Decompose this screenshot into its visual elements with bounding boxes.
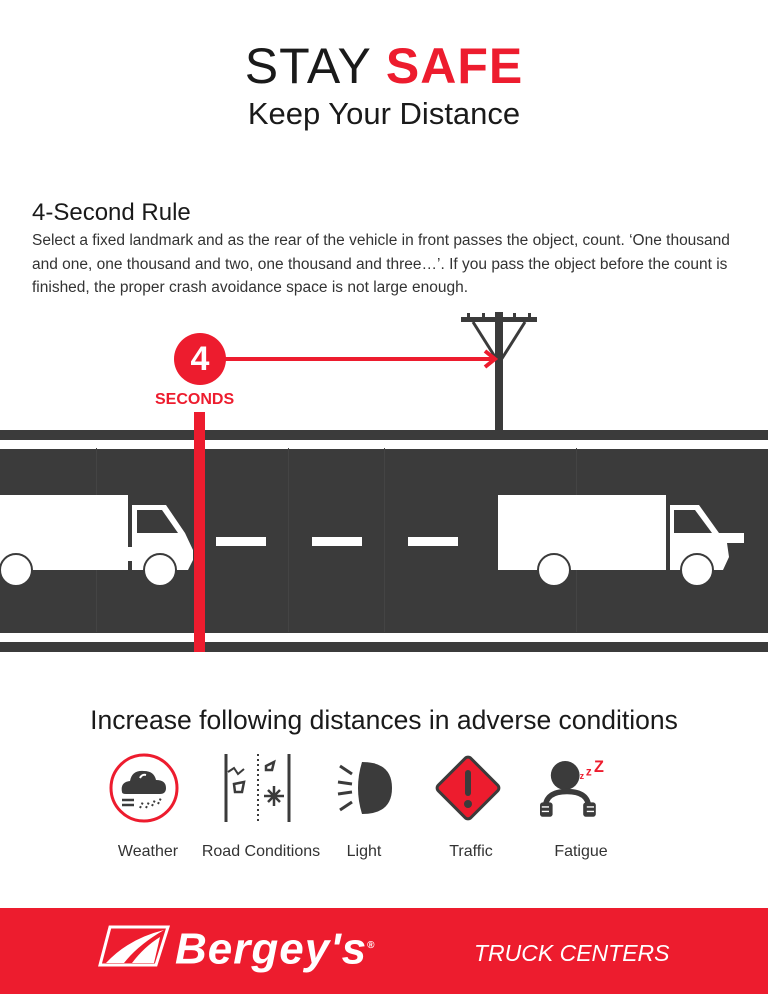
- svg-text:Z: Z: [594, 758, 604, 776]
- weather-icon: [109, 753, 179, 823]
- road-conditions-icon: [224, 754, 291, 822]
- svg-text:z: z: [580, 771, 585, 781]
- bergeys-logo-icon: [98, 925, 170, 967]
- condition-label: Road Conditions: [201, 843, 321, 860]
- seconds-label: SECONDS: [155, 391, 235, 408]
- page-subtitle: Keep Your Distance: [247, 96, 521, 131]
- lane-dash: [312, 537, 362, 546]
- lane-dash: [408, 537, 458, 546]
- road-segment: [288, 448, 289, 632]
- condition-label: Traffic: [449, 843, 493, 860]
- conditions-heading: Increase following distances in adverse …: [90, 705, 678, 735]
- road-edge-top: [0, 440, 768, 449]
- headlight-icon: [337, 762, 392, 814]
- rule-description: Select a fixed landmark and as the rear …: [32, 232, 730, 296]
- start-marker-line: [194, 412, 205, 652]
- truck-icon: [498, 495, 744, 587]
- lane-dash: [216, 537, 266, 546]
- svg-text:z: z: [586, 765, 592, 778]
- truck-icon: [0, 495, 193, 587]
- condition-label: Fatigue: [554, 843, 608, 860]
- rule-heading: 4-Second Rule: [32, 199, 191, 226]
- condition-label: Light: [346, 843, 382, 860]
- road-edge-bottom: [0, 633, 768, 642]
- utility-pole-icon: [461, 312, 537, 432]
- road-segment: [384, 448, 385, 632]
- brand-name: Bergey's®: [175, 924, 376, 974]
- condition-label: Weather: [117, 843, 179, 860]
- brand-tagline: TRUCK CENTERS: [474, 940, 670, 966]
- arrow-head-icon: [483, 349, 498, 369]
- distance-arrow: [224, 357, 494, 361]
- page-title: STAY SAFE: [244, 38, 524, 94]
- seconds-count-badge: 4: [174, 333, 226, 385]
- warning-sign-icon: [435, 755, 501, 821]
- sleepy-driver-icon: z z Z: [540, 758, 604, 817]
